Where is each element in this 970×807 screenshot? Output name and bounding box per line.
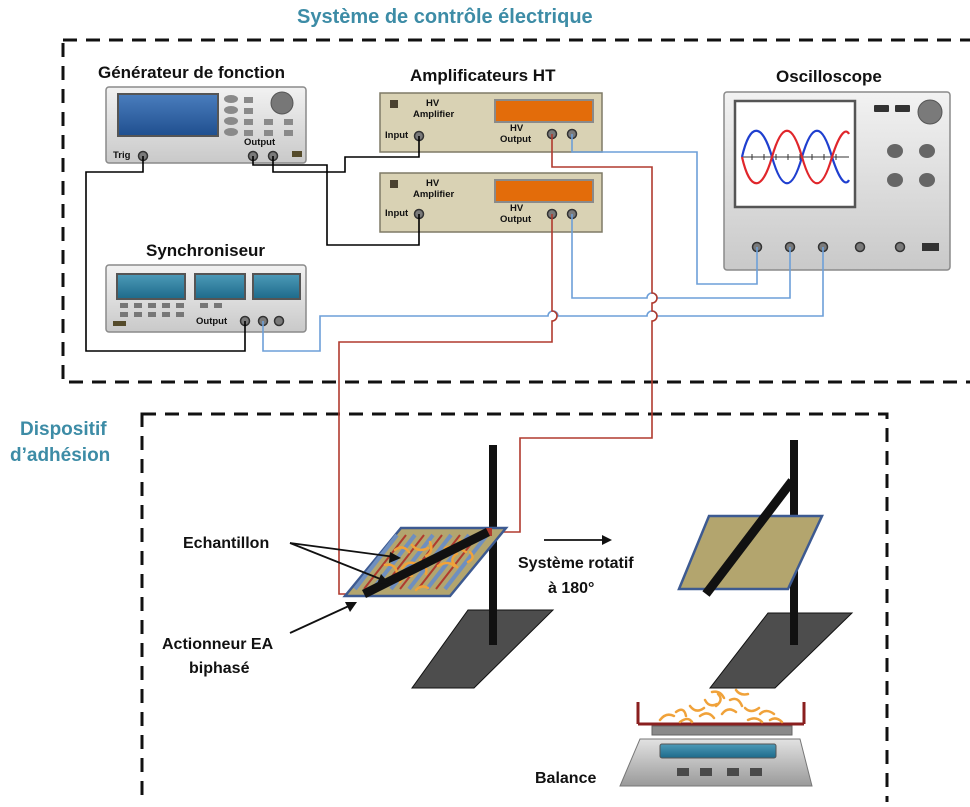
oscilloscope-title: Oscilloscope <box>776 67 882 86</box>
amp1-hv-label: HV <box>426 98 440 109</box>
synchronizer-title: Synchroniseur <box>146 241 266 260</box>
rotation-arrow <box>544 535 612 545</box>
hv-amplifiers-title: Amplificateurs HT <box>410 66 556 85</box>
oscilloscope <box>723 91 951 271</box>
rotation-label-line1: Système rotatif <box>518 555 634 572</box>
sample-label: Echantillon <box>183 535 270 552</box>
amp1-amplifier-label: Amplifier <box>413 109 455 120</box>
balance-label: Balance <box>535 770 597 787</box>
control-system-box <box>61 38 970 384</box>
function-generator-title: Générateur de fonction <box>98 63 286 82</box>
actuator-label-line1: Actionneur EA <box>162 636 274 653</box>
fg-output-label: Output <box>244 137 276 148</box>
black-wires <box>85 136 420 352</box>
right-stand <box>677 440 854 689</box>
rotation-label-line2: à 180° <box>548 580 595 597</box>
actuator-callout-arrow <box>289 602 357 634</box>
adhesion-device-title-line2: d’adhésion <box>10 445 111 466</box>
synchronizer <box>105 264 307 333</box>
amp2-input-label: Input <box>385 208 409 219</box>
balance <box>619 688 813 787</box>
control-system-title: Système de contrôle électrique <box>297 6 593 28</box>
adhesion-device-title-line1: Dispositif <box>20 419 107 440</box>
amp1-hv-output-line1: HV <box>510 123 524 134</box>
amp2-hv-output-line1: HV <box>510 203 524 214</box>
red-wires <box>338 134 658 595</box>
hv-amplifier-1 <box>379 92 603 153</box>
sample-plate <box>342 526 509 599</box>
amp2-hv-label: HV <box>426 178 440 189</box>
trig-label: Trig <box>113 150 131 161</box>
function-generator <box>105 86 307 164</box>
hv-amplifier-2 <box>379 172 603 233</box>
adhesion-device-box <box>140 412 889 807</box>
amp2-amplifier-label: Amplifier <box>413 189 455 200</box>
actuator-label-line2: biphasé <box>189 660 250 677</box>
amp1-input-label: Input <box>385 130 409 141</box>
sync-output-label: Output <box>196 316 228 327</box>
amp2-hv-output-line2: Output <box>500 214 532 225</box>
sample-callout-arrows <box>289 542 401 584</box>
amp1-hv-output-line2: Output <box>500 134 532 145</box>
